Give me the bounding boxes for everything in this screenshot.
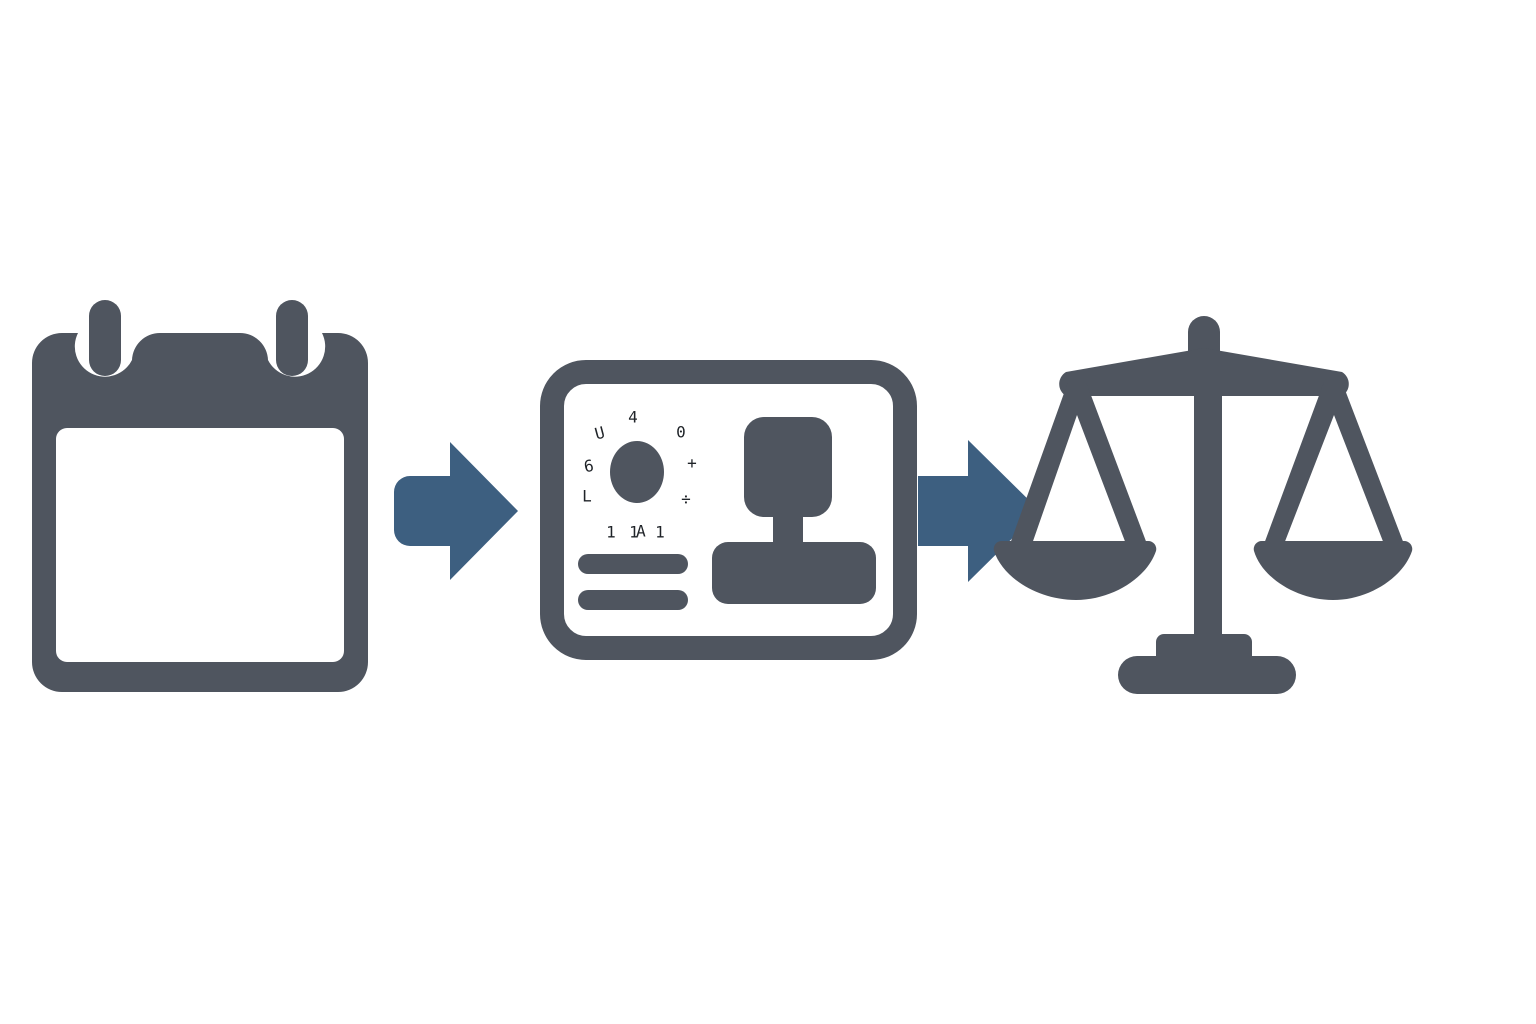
id-card-photo-head — [744, 417, 832, 517]
scales-base-lower — [1118, 656, 1296, 694]
scales-right-pan — [1253, 382, 1413, 600]
id-card-small-head — [610, 441, 664, 503]
sketch-glyph: ÷ — [681, 490, 691, 509]
calendar-page — [56, 428, 344, 662]
sketch-glyph: A — [636, 522, 646, 541]
sketch-glyph: 0 — [676, 423, 686, 442]
id-card-frame — [540, 360, 917, 660]
sketch-glyph: 6 — [582, 456, 595, 476]
calendar-ring-right — [276, 300, 308, 376]
id-card-line-2 — [578, 590, 688, 610]
arrow-right-icon — [394, 442, 518, 580]
sketch-glyph: L — [582, 487, 592, 506]
sketch-glyph: 1 — [655, 523, 665, 542]
sketch-glyph: U — [593, 423, 607, 444]
sketch-glyph: 4 — [628, 408, 638, 427]
id-card-line-1 — [578, 554, 688, 574]
calendar-ring-left — [89, 300, 121, 376]
sketch-glyph: 1 — [629, 523, 639, 542]
sketch-glyph: 1 — [606, 523, 616, 542]
sketch-glyph: + — [687, 454, 697, 473]
calendar-icon — [32, 300, 368, 692]
scales-pillar — [1194, 370, 1222, 640]
scales-of-justice-icon — [993, 316, 1413, 694]
arrow-right-icon — [918, 440, 1040, 582]
scales-left-pan — [993, 382, 1157, 600]
id-card-photo-body — [712, 542, 876, 604]
